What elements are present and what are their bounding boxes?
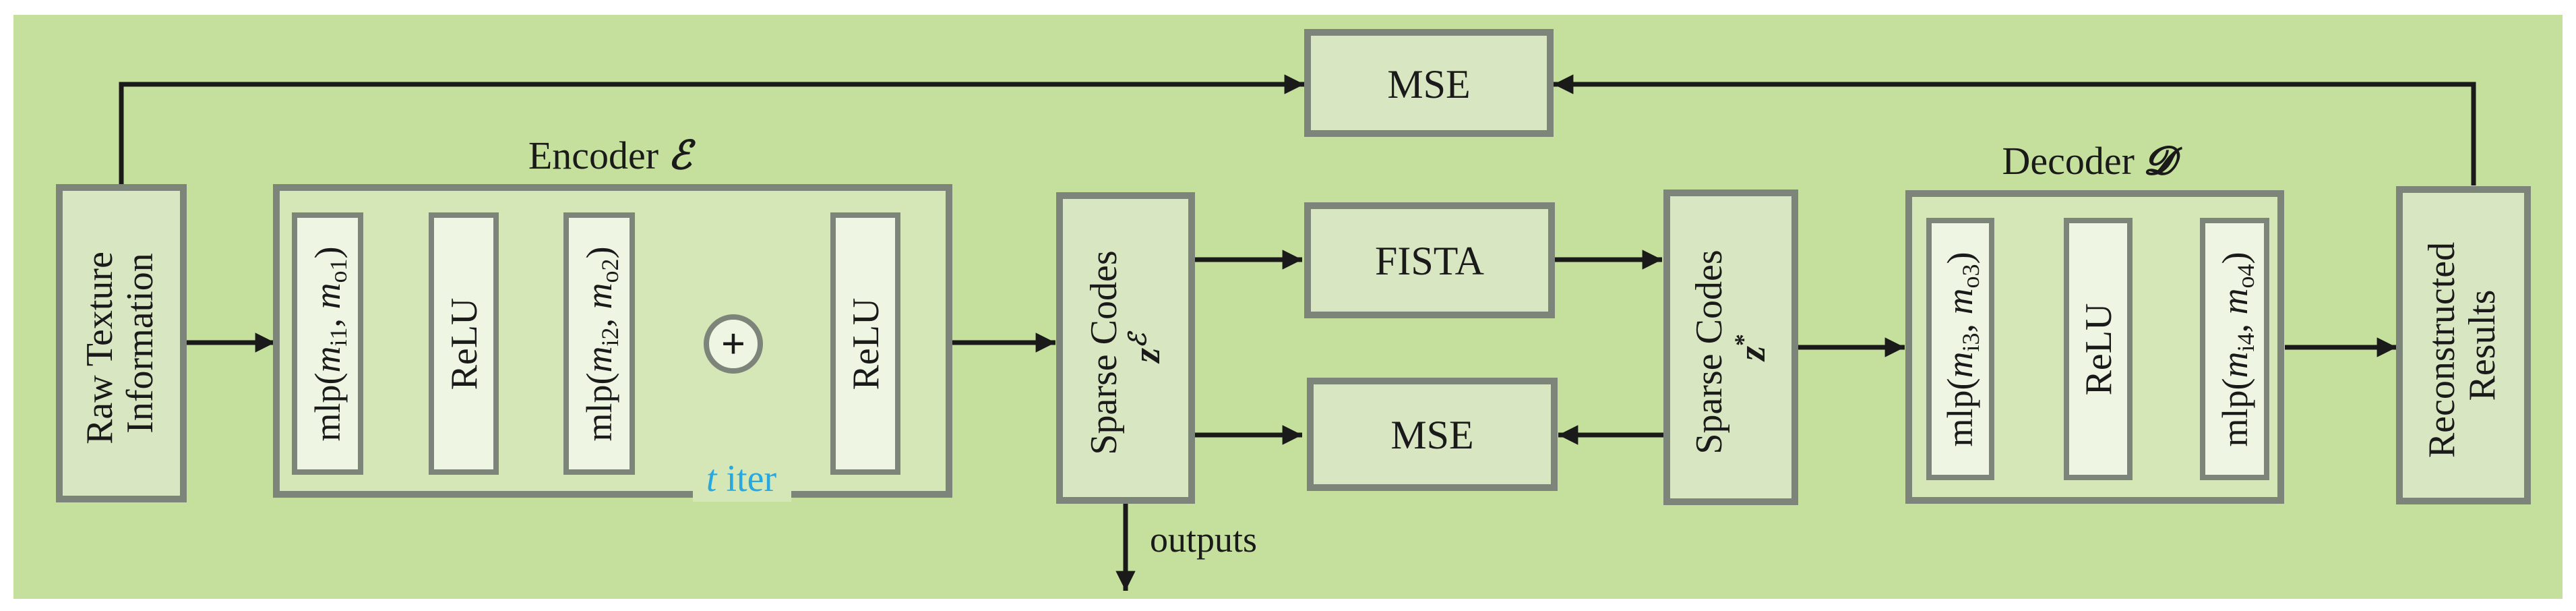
mse-top-label: MSE xyxy=(1387,62,1470,107)
encoder-title-text: Encoder xyxy=(528,134,658,177)
dec-mlp4-box xyxy=(2200,218,2269,480)
sparse-codes-encoder-block: Sparse Codes zℰ xyxy=(1056,192,1195,504)
dec-mlp3-label: mlp(mi3, mo3) xyxy=(1940,252,1984,447)
sparse-codes-encoder-label: Sparse Codes zℰ xyxy=(1083,241,1168,455)
mse-top-block: MSE xyxy=(1304,29,1554,137)
enc-mlp2-label: mlp(mi2, mo2) xyxy=(579,247,623,442)
enc-add-symbol: + xyxy=(721,320,745,368)
arrow-raw-to-mse-top xyxy=(119,74,1304,185)
raw-texture-block: Raw Texture Information xyxy=(56,184,187,502)
enc-add-node xyxy=(704,314,763,374)
raw-texture-label: Raw Texture Information xyxy=(79,242,161,444)
enc-relu2-box xyxy=(830,212,900,475)
iter-label-bg xyxy=(693,459,791,502)
dec-relu-label: ReLU xyxy=(2078,303,2120,396)
arrow-recon-to-mse-top xyxy=(1554,74,2476,185)
dec-mlp3-box xyxy=(1926,218,1994,480)
mse-bottom-block: MSE xyxy=(1307,378,1558,491)
encoder-symbol: ℰ xyxy=(668,134,696,177)
reconstructed-line2: Results xyxy=(2461,290,2503,401)
reconstructed-line1: Reconstructed xyxy=(2421,242,2463,458)
sparse-codes-star-block: Sparse Codes z* xyxy=(1663,190,1798,505)
enc-mlp2-box xyxy=(563,212,635,475)
reconstructed-block: Reconstructed Results xyxy=(2396,186,2531,504)
outputs-label: outputs xyxy=(1150,519,1257,560)
enc-mlp1-box xyxy=(292,212,363,475)
fista-label: FISTA xyxy=(1375,239,1484,283)
dec-relu-box xyxy=(2064,218,2133,480)
reconstructed-label: Reconstructed Results xyxy=(2421,233,2503,458)
raw-texture-line2: Information xyxy=(119,253,161,433)
raw-texture-line1: Raw Texture xyxy=(79,252,121,444)
enc-relu1-box xyxy=(429,212,499,475)
mse-bottom-label: MSE xyxy=(1390,413,1473,457)
dec-mlp4-label: mlp(mi4, mo4) xyxy=(2215,252,2259,447)
decoder-title-text: Decoder xyxy=(2002,139,2135,183)
iter-label: t iter xyxy=(706,458,777,500)
sparse-codes-star-label: Sparse Codes z* xyxy=(1688,240,1773,454)
fista-block: FISTA xyxy=(1304,202,1555,318)
enc-mlp1-label: mlp(mi1, mo1) xyxy=(307,247,352,442)
enc-relu1-label: ReLU xyxy=(443,298,485,390)
enc-relu2-label: ReLU xyxy=(845,298,887,390)
